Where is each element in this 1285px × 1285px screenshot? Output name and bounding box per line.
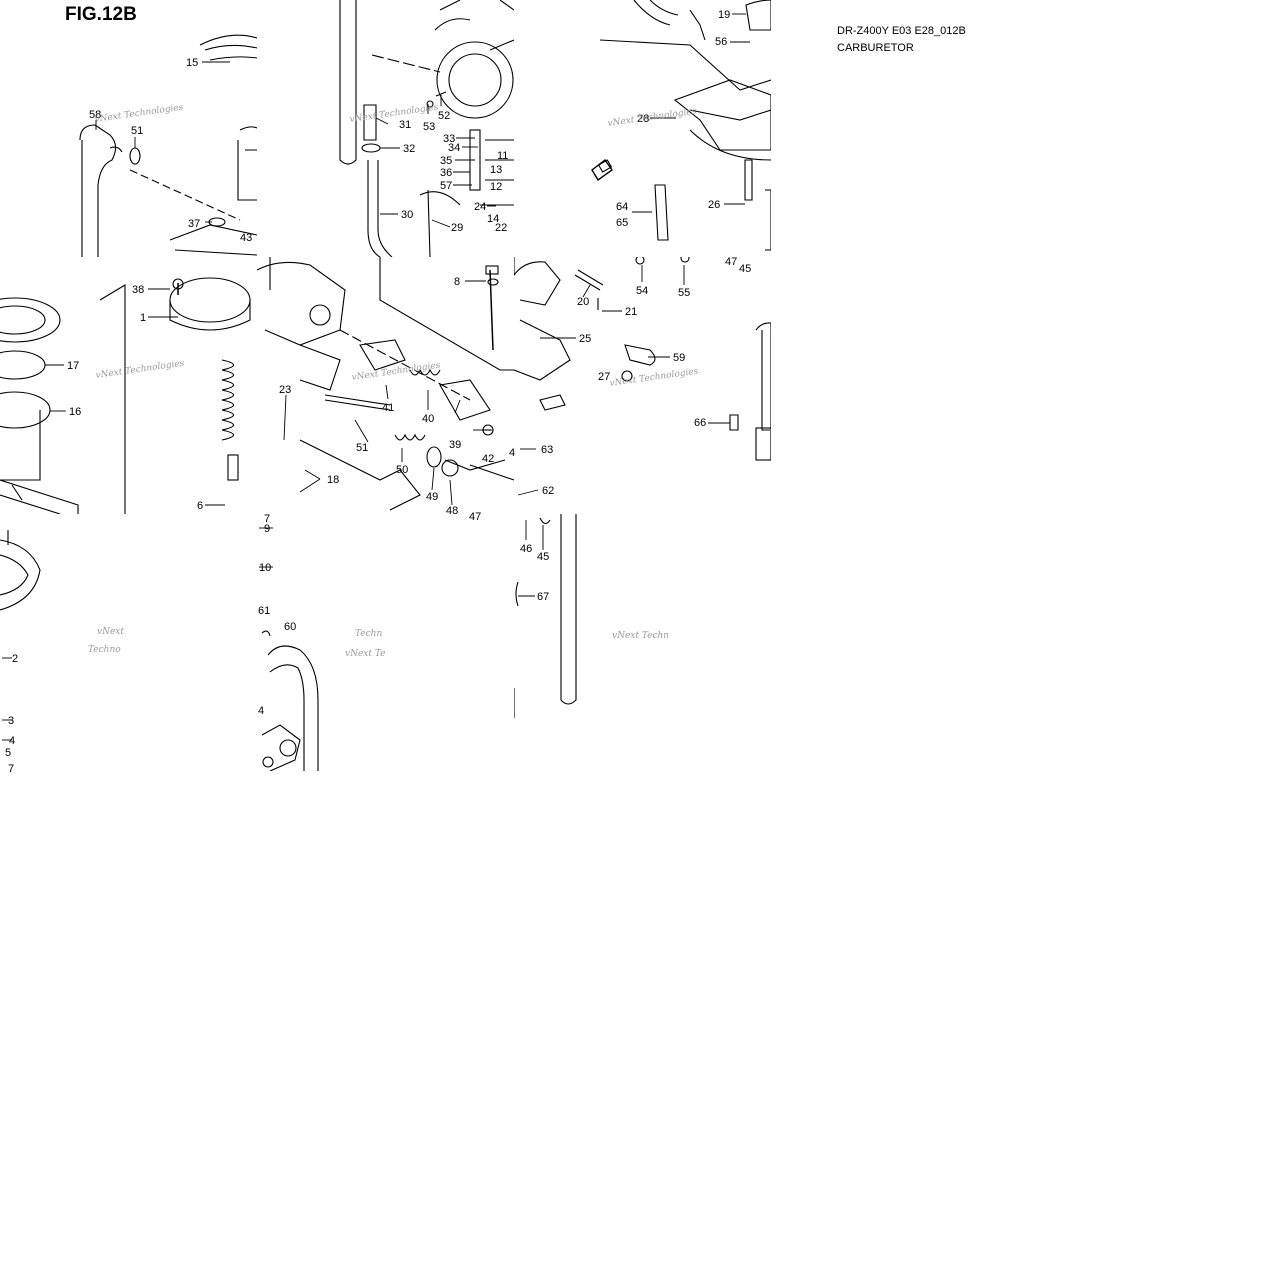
part-label: 39: [449, 439, 461, 451]
tile-bottom-middle: [261, 630, 319, 771]
part-label: 33: [443, 133, 455, 145]
part-label: 9: [264, 523, 270, 535]
part-label: 50: [396, 464, 408, 476]
part-label: 45: [739, 263, 751, 275]
diagram-name: CARBURETOR: [837, 42, 914, 54]
part-label: 37: [188, 218, 200, 230]
part-label: 2: [12, 653, 18, 665]
part-label: 51: [356, 442, 368, 454]
part-label: 12: [490, 181, 502, 193]
part-label: 65: [616, 217, 628, 229]
part-label: 1: [140, 312, 146, 324]
part-label: 41: [382, 402, 394, 414]
leader-lines: [2, 13, 750, 741]
part-label: 29: [451, 222, 463, 234]
part-label: 54: [636, 285, 648, 297]
part-label: 46: [520, 543, 532, 555]
part-label: 51: [131, 125, 143, 137]
part-label: 55: [678, 287, 690, 299]
part-label: 32: [403, 143, 415, 155]
tile-top-middle: [339, 0, 514, 257]
figure-title: FIG.12B: [65, 4, 137, 25]
part-label: 3: [8, 715, 14, 727]
part-label: 30: [401, 209, 413, 221]
part-label: 10: [259, 562, 271, 574]
tile-bottom-left: [0, 530, 41, 611]
part-label: 24: [474, 201, 486, 213]
part-label: 20: [577, 296, 589, 308]
part-label: 53: [423, 121, 435, 133]
part-label: 43: [240, 232, 252, 244]
tile-bottom-right: [514, 514, 577, 718]
part-label: 28: [637, 113, 649, 125]
model-code: DR-Z400Y E03 E28_012B: [837, 25, 966, 37]
part-label: 7: [8, 763, 14, 775]
part-label: 22: [495, 222, 507, 234]
part-label: 63: [541, 444, 553, 456]
part-label: 14: [487, 213, 499, 225]
tile-top-right: [591, 0, 771, 251]
part-label: 15: [186, 57, 198, 69]
part-label: 56: [715, 36, 727, 48]
part-label: 59: [673, 352, 685, 364]
part-label: 18: [327, 474, 339, 486]
part-label: 4: [9, 735, 15, 747]
part-label: 52: [438, 110, 450, 122]
part-label: 36: [440, 167, 452, 179]
part-label: 13: [490, 164, 502, 176]
part-label: 11: [497, 150, 508, 162]
part-label: 17: [67, 360, 79, 372]
part-label: 40: [422, 413, 434, 425]
part-label: 35: [440, 155, 452, 167]
part-label: 49: [426, 491, 438, 503]
watermark-text: vNext Technologies: [609, 367, 699, 389]
part-label: 27: [598, 371, 610, 383]
watermark-text: vNext Technologies: [95, 359, 185, 381]
part-label: 47: [469, 511, 481, 523]
tile-mid-middle: [257, 257, 514, 511]
part-label: 48: [446, 505, 458, 517]
part-label: 8: [454, 276, 460, 288]
part-label: 60: [284, 621, 296, 633]
watermark-text: vNext Technologies: [94, 103, 184, 125]
part-label: 47: [725, 256, 737, 268]
part-label: 38: [132, 284, 144, 296]
part-label: 62: [542, 485, 554, 497]
watermark-fragment: Techno: [88, 645, 121, 655]
part-label: 5: [5, 747, 11, 759]
tile-mid-left: [0, 277, 251, 514]
part-label: 58: [89, 109, 101, 121]
part-label: 31: [399, 119, 411, 131]
part-label: 34: [448, 142, 460, 154]
part-labels: 5851153743381171623186313230295253333435…: [5, 9, 751, 775]
part-label: 25: [579, 333, 591, 345]
part-label: 4: [258, 705, 264, 717]
part-label: 61: [258, 605, 270, 617]
part-label: 66: [694, 417, 706, 429]
part-label: 42: [482, 453, 494, 465]
part-label: 4: [509, 447, 515, 459]
tile-top-left: [79, 34, 257, 257]
part-label: 57: [440, 180, 452, 192]
part-label: 64: [616, 201, 628, 213]
watermark-text: vNext Technologies: [351, 361, 441, 383]
part-label: 6: [197, 500, 203, 512]
watermark-text: vNext Technologies: [607, 107, 697, 129]
part-label: 19: [718, 9, 730, 21]
watermark-fragment: vNext Te: [345, 649, 385, 659]
tile-mid-right: [514, 257, 771, 461]
part-label: 67: [537, 591, 549, 603]
part-label: 23: [279, 384, 291, 396]
part-label: 45: [537, 551, 549, 563]
part-label: 26: [708, 199, 720, 211]
part-label: 7: [264, 513, 270, 525]
watermark-fragment: vNext: [97, 627, 124, 637]
watermark-fragment: Techn: [355, 629, 382, 639]
watermark-fragment: vNext Techn: [612, 631, 669, 641]
part-label: 16: [69, 406, 81, 418]
part-label: 21: [625, 306, 637, 318]
